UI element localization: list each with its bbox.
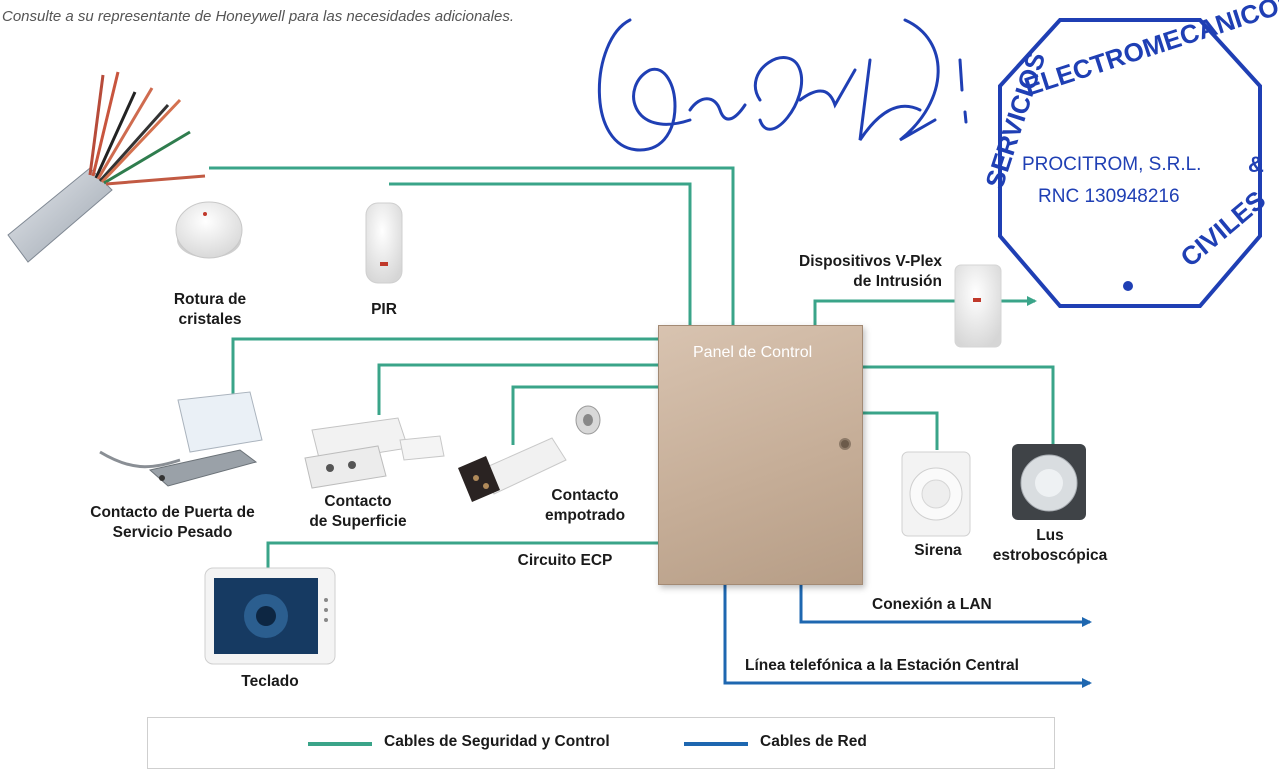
wire-vplex [813,296,1037,325]
control-panel: Panel de Control [658,325,863,585]
recessed-contact-label-line2: empotrado [544,507,626,524]
glass-break-label-text: Rotura de cristales [173,291,247,328]
wire-phone [723,583,1092,688]
network-cables [723,583,1092,688]
legend-network-swatch [684,742,748,746]
wire-heavy-door [231,337,658,400]
heavy-door-label-line2: Servicio Pesado [112,524,233,541]
wire-lan [799,583,1092,627]
legend: Cables de Seguridad y Control Cables de … [147,717,1055,769]
wire-strobe [861,365,1055,445]
keypad-label: Teclado [241,673,299,690]
legend-security-label: Cables de Seguridad y Control [384,733,610,750]
strobe-label: Lus estroboscópica [975,526,1125,566]
strobe-light-image [1012,444,1086,520]
surface-contact-image [304,417,445,489]
recessed-contact-image [458,405,601,502]
svg-text:ELECTROMECANICOS: ELECTROMECANICOS [1021,0,1279,102]
recessed-contact-label: Contacto empotrado [530,486,640,526]
wire-pir [389,182,692,325]
handwritten-signature [597,18,968,152]
wire-glass-break [209,166,735,325]
security-cables [209,166,1055,568]
advisory-note: Consulte a su representante de Honeywell… [2,8,514,25]
svg-text:&: & [1248,152,1264,177]
pir-label: PIR [371,301,397,318]
siren-image [901,451,971,537]
vplex-label-line1: Dispositivos V-Plex [799,253,942,270]
siren-label: Sirena [914,542,962,559]
pir-sensor-image [365,202,403,284]
strobe-label-line2: estroboscópica [992,547,1108,564]
cable-bundle-image [7,71,206,263]
phone-line-label: Línea telefónica a la Estación Central [745,657,1019,674]
vplex-device-image [954,264,1002,348]
wire-surface [377,363,658,415]
ecp-circuit-label: Circuito ECP [517,552,613,569]
legend-network-label: Cables de Red [760,733,867,750]
heavy-door-contact-image [99,391,263,487]
lan-connection-label: Conexión a LAN [872,596,992,613]
wire-siren [861,411,939,450]
strobe-label-line1: Lus [1036,527,1064,544]
surface-contact-label: Contacto de Superficie [298,492,418,532]
stamp-rnc: RNC 130948216 [1038,186,1180,207]
glass-break-label: Rotura de cristales [150,290,270,330]
wire-recessed [511,385,658,445]
stamp-company: PROCITROM, S.R.L. [1022,154,1201,175]
lock-icon [839,438,851,450]
surface-contact-label-line1: Contacto [324,493,392,510]
keypad-image [204,567,336,665]
svg-text:CIVILES: CIVILES [1175,185,1272,273]
control-panel-title: Panel de Control [693,344,813,361]
company-stamp: SERVICIOS ELECTROMECANICOS & CIVILES PRO… [979,0,1279,308]
wire-keypad [266,541,658,568]
glass-break-sensor-image [175,201,243,259]
heavy-door-label-line1: Contacto de Puerta de [90,504,255,521]
surface-contact-label-line2: de Superficie [309,513,407,530]
recessed-contact-label-line1: Contacto [551,487,619,504]
legend-security-swatch [308,742,372,746]
heavy-door-label: Contacto de Puerta de Servicio Pesado [60,503,285,543]
vplex-label: Dispositivos V-Plex de Intrusión [720,252,942,292]
vplex-label-line2: de Intrusión [853,273,942,290]
